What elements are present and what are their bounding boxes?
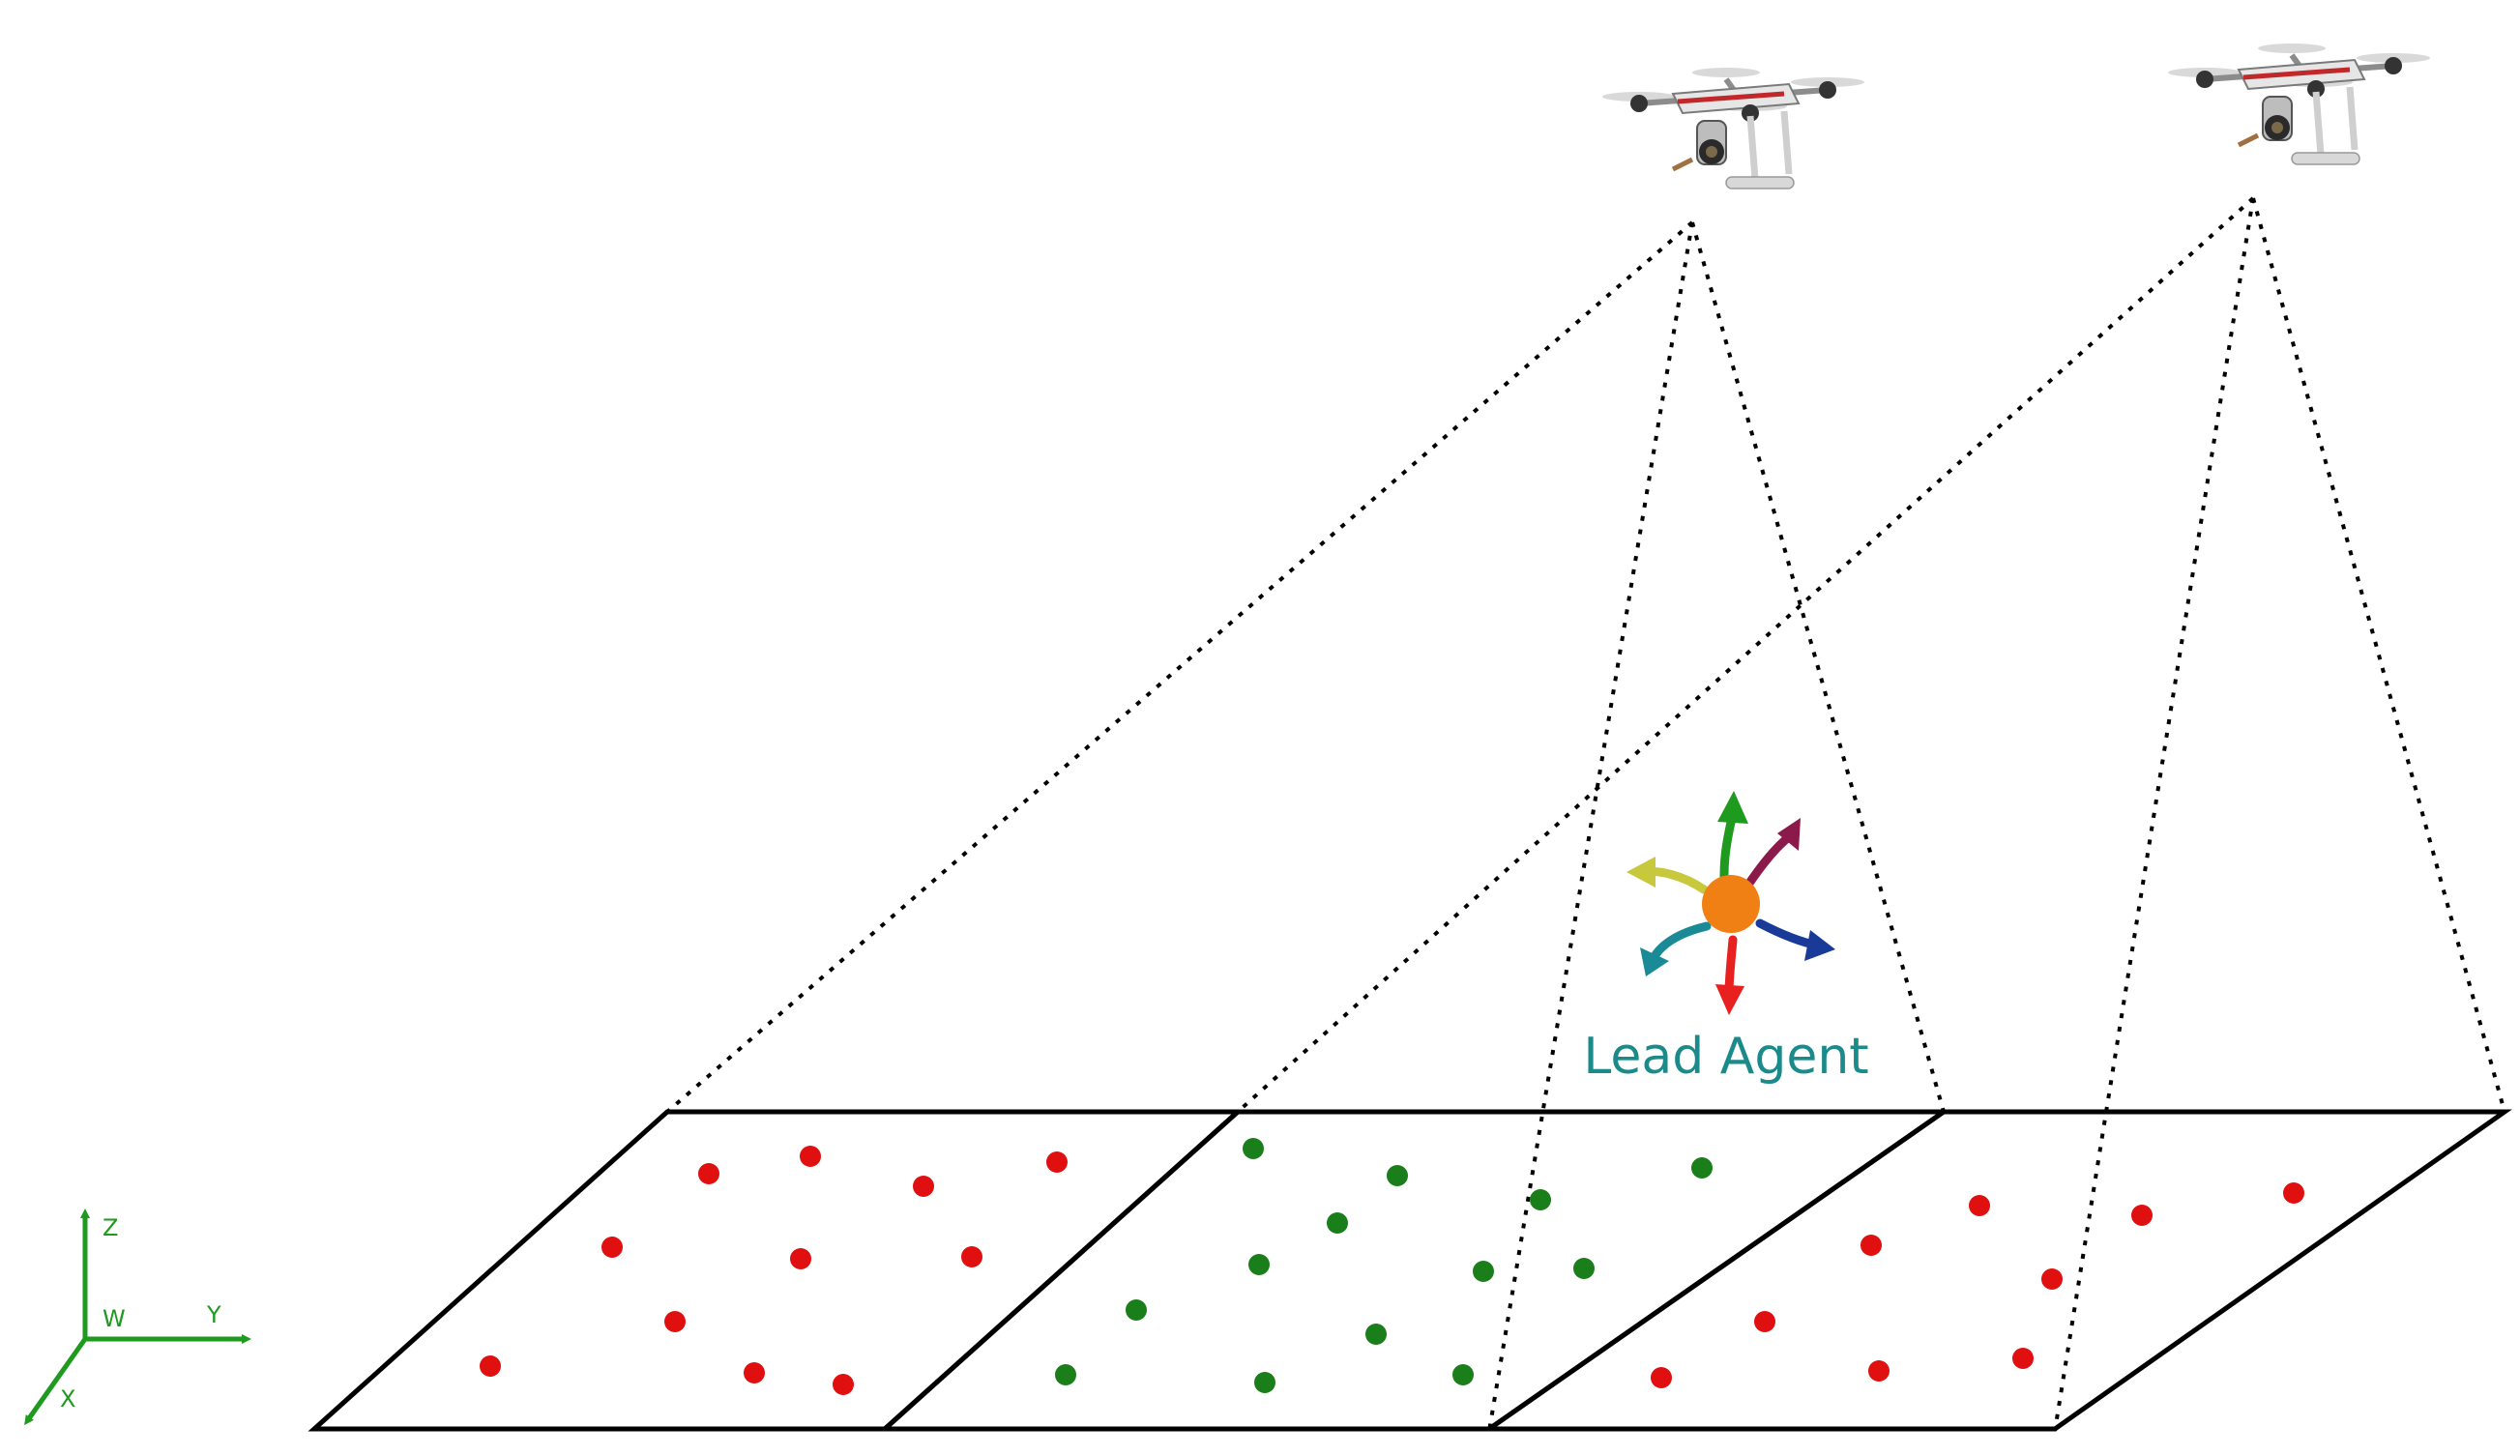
unvisited-point bbox=[961, 1246, 982, 1267]
drone-1-icon bbox=[1602, 68, 1864, 189]
visited-point bbox=[1126, 1299, 1147, 1321]
fov-line bbox=[1690, 221, 1946, 1113]
z-axis-label: Z bbox=[103, 1214, 118, 1241]
visited-point bbox=[1365, 1324, 1387, 1345]
visited-point bbox=[1387, 1165, 1408, 1186]
unvisited-point bbox=[1868, 1360, 1890, 1382]
lead-agent-label: Lead Agent bbox=[1583, 1028, 1868, 1086]
unvisited-point bbox=[1651, 1367, 1672, 1388]
visited-point bbox=[1254, 1372, 1275, 1393]
ground-panel-2 bbox=[878, 1109, 1951, 1432]
unvisited-point bbox=[800, 1146, 821, 1167]
unvisited-point bbox=[1861, 1235, 1882, 1256]
arrow-down-head bbox=[1715, 984, 1744, 1015]
world-axes: Z Y X W bbox=[24, 1208, 251, 1426]
visited-point bbox=[1691, 1157, 1713, 1179]
unvisited-point bbox=[2131, 1205, 2153, 1226]
arrow-left-head bbox=[1626, 857, 1656, 888]
lead-agent-body bbox=[1702, 875, 1760, 933]
fov-line bbox=[1236, 196, 2255, 1114]
drone-2-icon bbox=[2168, 44, 2430, 165]
unvisited-point bbox=[698, 1163, 719, 1184]
unvisited-point bbox=[1754, 1311, 1775, 1332]
origin-label: W bbox=[103, 1305, 126, 1332]
visited-point bbox=[1248, 1254, 1270, 1275]
x-axis-label: X bbox=[60, 1385, 75, 1412]
visited-point bbox=[1055, 1364, 1076, 1385]
unvisited-point bbox=[1046, 1151, 1068, 1173]
arrow-down-left-icon bbox=[1647, 921, 1712, 967]
visited-point bbox=[1327, 1212, 1348, 1234]
visited-point bbox=[1452, 1364, 1474, 1385]
unvisited-point bbox=[744, 1362, 765, 1383]
points-panel-2 bbox=[1055, 1138, 1713, 1393]
ground-panel-3 bbox=[1481, 1109, 2512, 1432]
unvisited-point bbox=[913, 1176, 934, 1197]
ground-panel-1 bbox=[308, 1109, 1245, 1432]
ground-panels bbox=[308, 1109, 2512, 1432]
arrow-up-head bbox=[1717, 791, 1748, 824]
unvisited-point bbox=[480, 1355, 501, 1377]
arrow-down-left-head bbox=[1640, 947, 1669, 976]
visited-point bbox=[1243, 1138, 1264, 1159]
unvisited-point bbox=[790, 1248, 811, 1269]
fov-line bbox=[1487, 221, 1694, 1432]
points-panel-1 bbox=[480, 1146, 1068, 1395]
unvisited-point bbox=[601, 1237, 623, 1258]
unvisited-point bbox=[664, 1311, 686, 1332]
fov-line bbox=[665, 220, 1694, 1114]
unvisited-point bbox=[1969, 1195, 1990, 1216]
lead-agent-icon bbox=[1626, 791, 1835, 1015]
fov-line bbox=[2053, 197, 2255, 1432]
arrow-up-right-head bbox=[1777, 818, 1801, 851]
visited-point bbox=[1573, 1258, 1595, 1279]
points-panel-3 bbox=[1651, 1182, 2304, 1388]
visited-point bbox=[1473, 1261, 1494, 1282]
unvisited-point bbox=[2041, 1268, 2063, 1290]
motion-arrows-icon bbox=[1626, 791, 1835, 1015]
fov-line bbox=[2251, 197, 2506, 1113]
unvisited-point bbox=[833, 1374, 854, 1395]
unvisited-point bbox=[2012, 1348, 2034, 1369]
fov-lines bbox=[665, 196, 2506, 1432]
x-axis bbox=[24, 1337, 88, 1426]
y-axis-label: Y bbox=[206, 1301, 221, 1328]
unvisited-point bbox=[2283, 1182, 2304, 1204]
visited-point bbox=[1530, 1189, 1551, 1210]
arrow-right-head bbox=[1804, 930, 1835, 961]
